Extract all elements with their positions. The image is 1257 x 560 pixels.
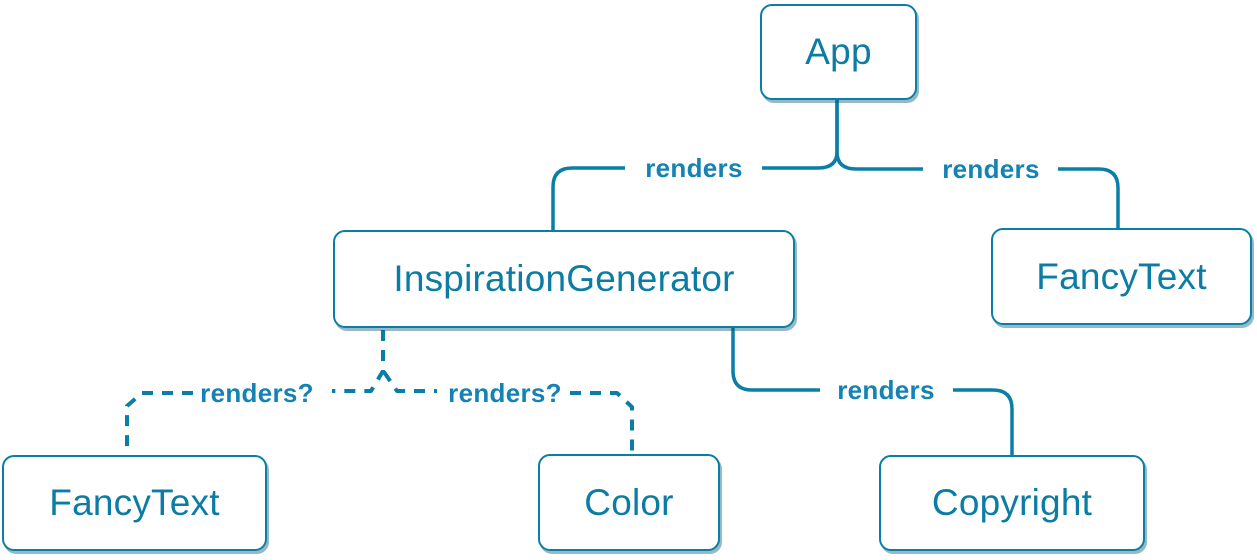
node-app: App [760,4,917,100]
edge-inspirationgenerator-to-copyright [731,328,1014,455]
node-fancytext-bottom: FancyText [2,455,267,551]
edge-inspirationgenerator-to-fancytext-dashed [125,330,385,455]
edge-label-renders-question-inspirationgenerator-color: renders? [448,378,562,408]
edge-label-renders-app-inspirationgenerator: renders [645,153,743,183]
edge-label-renders-inspirationgenerator-copyright: renders [837,375,935,405]
edge-inspirationgenerator-to-color-dashed [382,370,634,454]
node-copyright: Copyright [879,455,1145,551]
node-inspirationgenerator: InspirationGenerator [333,230,795,328]
edge-label-renders-app-fancytext: renders [942,154,1040,184]
edge-label-renders-question-inspirationgenerator-fancytext: renders? [200,378,314,408]
node-fancytext-top: FancyText [991,228,1252,325]
node-color: Color [538,454,720,551]
edge-app-to-fancytext [835,100,1120,228]
